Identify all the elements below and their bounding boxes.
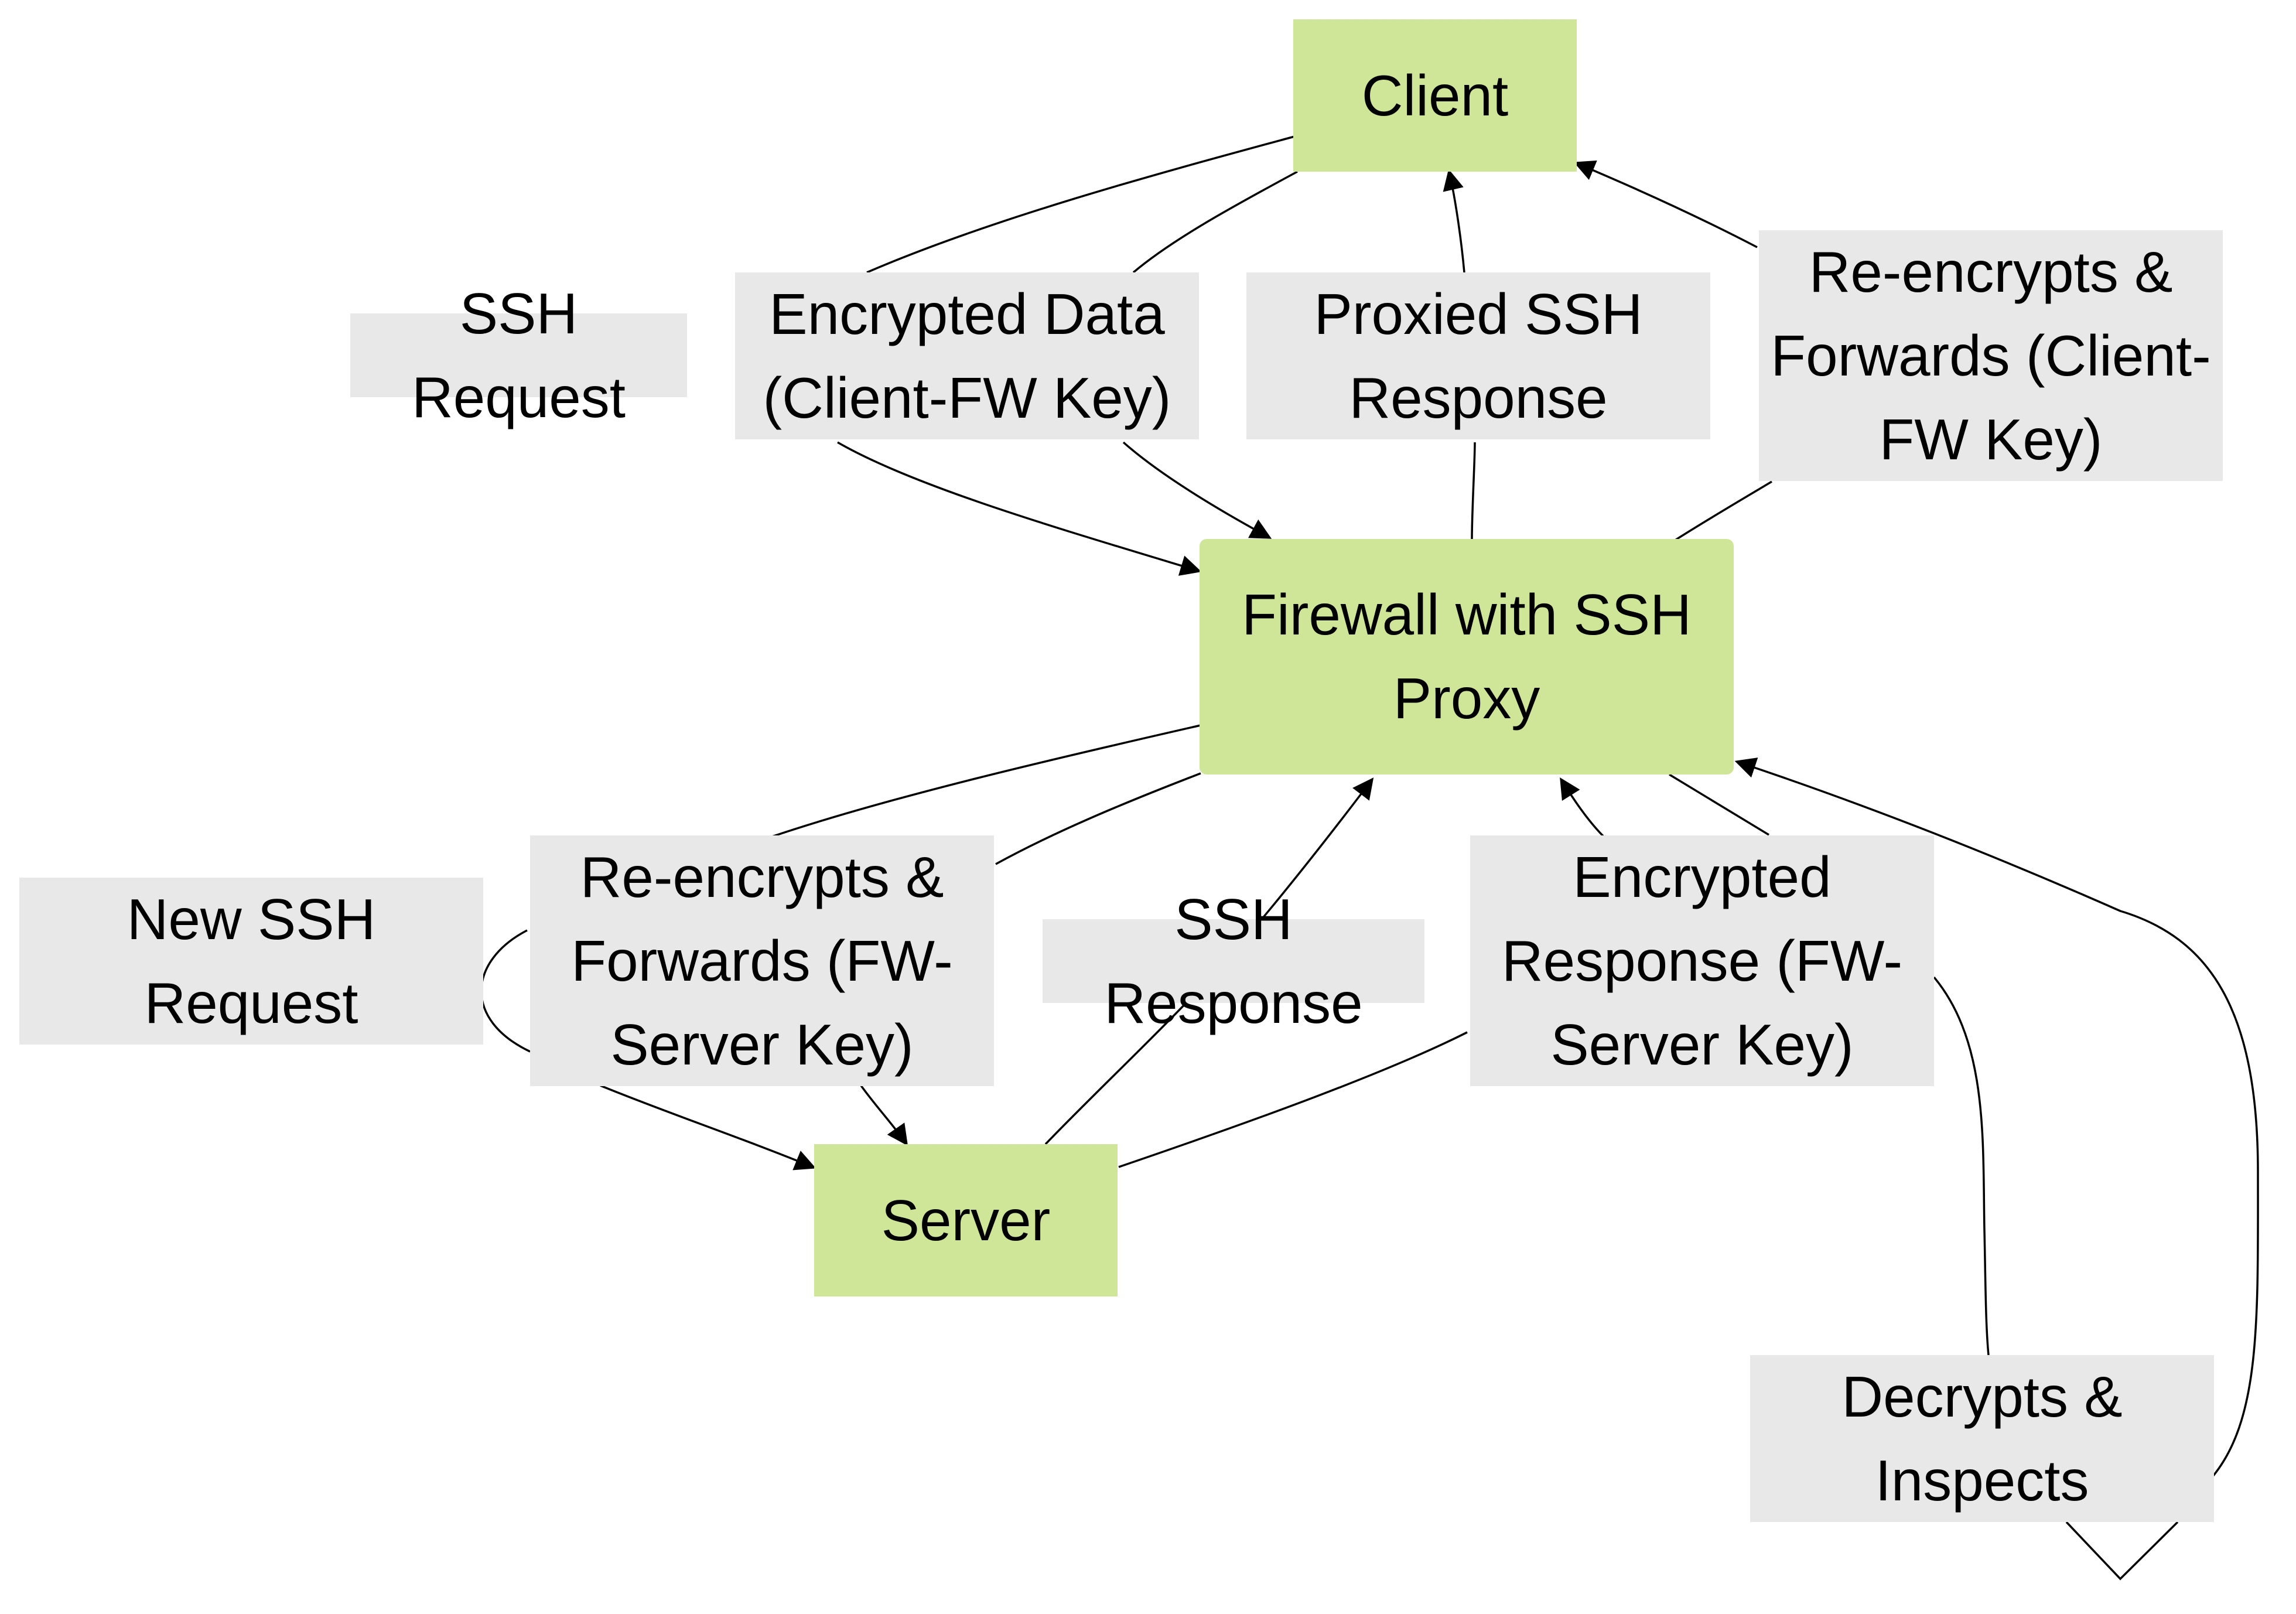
node-client-label: Client <box>1361 63 1509 128</box>
edge-reencrypt-client <box>1675 480 1772 541</box>
edge-new-ssh-request <box>771 724 1201 838</box>
edge-label-ssh-request: SSH Request <box>350 281 687 429</box>
edge-decrypts-inspects-3 <box>2065 1521 2179 1581</box>
edge-ssh-request-2 <box>837 441 1202 576</box>
edge-ssh-response <box>1044 1002 1187 1145</box>
edge-label-ssh-response-text: SSH Response <box>1104 886 1363 1035</box>
edge-label-encrypted-response: Encrypted Response (FW-Server Key) <box>1470 835 1934 1086</box>
edge-ssh-response-2 <box>1261 777 1374 920</box>
edge-reencrypt-client-2 <box>1573 160 1758 248</box>
edge-encrypted-response-2 <box>1560 777 1605 838</box>
edge-label-new-ssh-request: New SSH Request <box>19 878 483 1045</box>
edge-label-ssh-response: SSH Response <box>1043 887 1424 1035</box>
edge-new-ssh-request-3 <box>480 929 531 1053</box>
edge-decrypts-inspects-4 <box>1734 757 2259 1477</box>
edge-label-reencrypt-client: Re-encrypts & Forwards (Client-FW Key) <box>1759 230 2223 481</box>
edge-label-encrypted-data: Encrypted Data (Client-FW Key) <box>735 272 1199 439</box>
edge-label-reencrypt-client-text: Re-encrypts & Forwards (Client-FW Key) <box>1771 239 2211 472</box>
edge-label-decrypts-inspects-text: Decrypts & Inspects <box>1841 1364 2123 1513</box>
edge-label-reencrypt-server: Re-encrypts & Forwards (FW-Server Key) <box>530 835 994 1086</box>
edge-decrypts-inspects <box>1669 773 1769 836</box>
edge-decrypts-inspects-2 <box>1933 976 1990 1356</box>
edge-label-encrypted-data-text: Encrypted Data (Client-FW Key) <box>763 281 1171 430</box>
edge-new-ssh-request-2 <box>600 1084 816 1171</box>
edge-label-reencrypt-server-text: Re-encrypts & Forwards (FW-Server Key) <box>571 844 953 1077</box>
edge-encrypted-response <box>1118 1031 1468 1168</box>
node-firewall: Firewall with SSH Proxy <box>1200 539 1734 774</box>
edge-label-new-ssh-request-text: New SSH Request <box>127 886 376 1035</box>
node-server-label: Server <box>881 1188 1051 1253</box>
edge-label-proxied-response-text: Proxied SSH Response <box>1314 281 1643 430</box>
edge-label-decrypts-inspects: Decrypts & Inspects <box>1750 1355 2214 1522</box>
edge-reencrypt-server-2 <box>860 1084 908 1146</box>
edge-reencrypt-server <box>995 772 1201 865</box>
node-server: Server <box>814 1144 1118 1296</box>
edge-ssh-request <box>866 135 1295 274</box>
edge-proxied-response-2 <box>1443 169 1465 273</box>
edge-label-proxied-response: Proxied SSH Response <box>1246 272 1710 439</box>
edge-label-ssh-request-text: SSH Request <box>411 281 626 429</box>
node-firewall-label: Firewall with SSH Proxy <box>1242 582 1692 731</box>
edge-encrypted-data <box>1132 170 1298 274</box>
edge-proxied-response <box>1471 442 1476 541</box>
node-client: Client <box>1293 19 1577 172</box>
edge-encrypted-data-2 <box>1122 441 1272 539</box>
edge-label-encrypted-response-text: Encrypted Response (FW-Server Key) <box>1501 844 1903 1077</box>
